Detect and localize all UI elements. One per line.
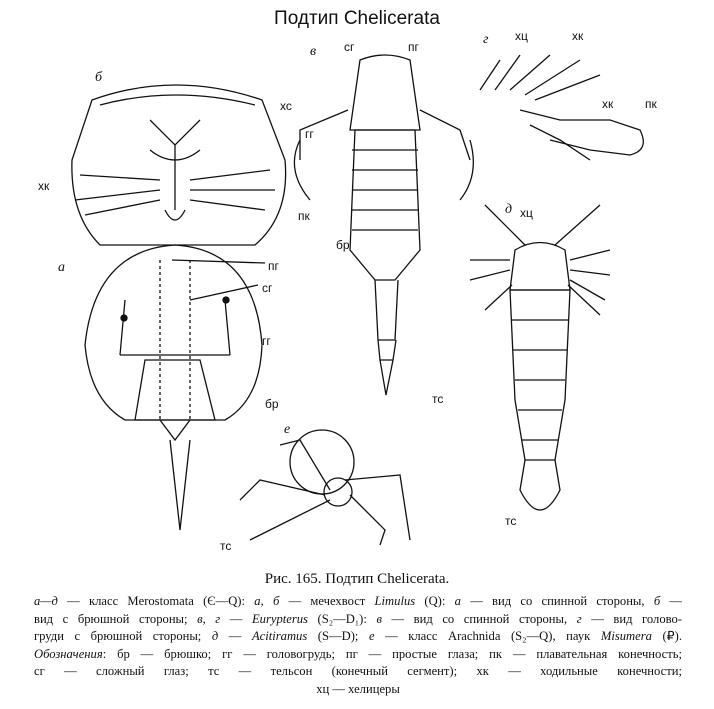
caption-segment: Eurypterus <box>251 611 308 626</box>
caption-segment: (Q): <box>415 594 455 608</box>
caption-segment: — <box>660 594 683 608</box>
caption-segment: — мечехвост <box>279 594 375 608</box>
label-xc: хц <box>515 29 528 43</box>
label-gg: гг <box>262 334 271 348</box>
caption-segment: б <box>653 594 661 608</box>
panel-label-g: г <box>483 32 489 47</box>
label-pk: пк <box>298 209 310 223</box>
panel-label-b: б <box>95 70 103 85</box>
caption-segment: Limulus <box>374 594 416 608</box>
caption-segment: в, г <box>197 611 221 626</box>
caption-segment: — <box>218 629 252 644</box>
caption-line: хц — хелицеры <box>34 681 682 699</box>
caption-segment: — класс Merostomata (Є—Q): <box>57 594 255 608</box>
caption-segment: (₽). <box>651 629 683 644</box>
caption-segment: в <box>376 611 382 626</box>
caption-segment: д <box>211 629 219 644</box>
caption-text: а—д — класс Merostomata (Є—Q): а, б — ме… <box>34 593 682 699</box>
caption-segment: Обозначения <box>34 646 103 661</box>
label-xk: хк <box>38 179 50 193</box>
caption-segment: а, б <box>254 594 280 608</box>
label-sg: сг <box>262 281 273 295</box>
caption-line: сг — сложный глаз; тс — тельсон (конечны… <box>34 663 682 681</box>
caption-line: а—д — класс Merostomata (Є—Q): а, б — ме… <box>34 593 682 611</box>
figure-caption: Рис. 165. Подтип Chelicerata. <box>264 571 450 587</box>
label-br: бр <box>265 397 279 411</box>
drawing-g-prosoma-ventral <box>479 54 644 161</box>
caption-segment: груди с брюшной стороны; <box>34 629 212 644</box>
caption-segment: — класс Arachnida (S₂—Q), паук <box>374 629 601 644</box>
caption-segment: : бр — брюшко; гг — головогрудь; пг — пр… <box>102 646 682 661</box>
caption-line: Обозначения: бр — брюшко; гг — головогру… <box>34 646 682 664</box>
panel-label-v: в <box>310 44 317 59</box>
label-ts: тс <box>432 392 444 406</box>
caption-segment: — вид со спинной стороны, <box>460 594 654 608</box>
label-pg: пг <box>268 259 279 273</box>
page-title: Подтип Chelicerata <box>274 8 440 29</box>
caption-segment: (S—D); <box>307 629 369 644</box>
label-gg: гг <box>305 127 314 141</box>
caption-segment: — <box>220 611 252 626</box>
caption-segment: (S₂—D₁): <box>307 611 377 626</box>
label-xk: хк <box>602 97 614 111</box>
label-pg: пг <box>408 40 419 54</box>
caption-segment: Misumera <box>600 629 652 644</box>
caption-line: вид с брюшной стороны; в, г — Eurypterus… <box>34 611 682 629</box>
label-ts: тс <box>220 539 232 553</box>
caption-segment: г <box>576 611 582 626</box>
caption-segment: сг — сложный глаз; тс — тельсон (конечны… <box>34 664 682 679</box>
caption-segment: а <box>454 594 461 608</box>
caption-line: груди с брюшной стороны; д — Acitiramus … <box>34 628 682 646</box>
caption-segment: хц — хелицеры <box>316 681 400 696</box>
caption-segment: — вид голово- <box>581 611 682 626</box>
panel-label-d: д <box>505 202 513 217</box>
label-xc: хц <box>520 206 533 220</box>
caption-segment: — вид со спинной стороны, <box>381 611 577 626</box>
panel-label-a: а <box>58 260 65 275</box>
label-br: бр <box>336 238 350 252</box>
figure-illustration <box>71 54 644 546</box>
caption-segment: Acitiramus <box>251 629 308 644</box>
label-pk: пк <box>645 97 657 111</box>
drawing-b-limulus-ventral <box>71 84 287 246</box>
drawing-e-spider <box>239 429 411 546</box>
label-xs: хс <box>280 99 292 113</box>
label-sg: сг <box>344 40 355 54</box>
label-xk: хк <box>572 29 584 43</box>
caption-segment: а—д <box>34 594 58 608</box>
drawing-v-eurypterus <box>293 54 474 396</box>
drawing-a-limulus-dorsal <box>84 244 266 531</box>
caption-segment: вид с брюшной стороны; <box>34 611 198 626</box>
caption-segment: е <box>368 629 375 644</box>
panel-label-e: е <box>284 422 291 437</box>
label-ts: тс <box>505 514 517 528</box>
drawing-d-acitiramus <box>469 204 611 511</box>
